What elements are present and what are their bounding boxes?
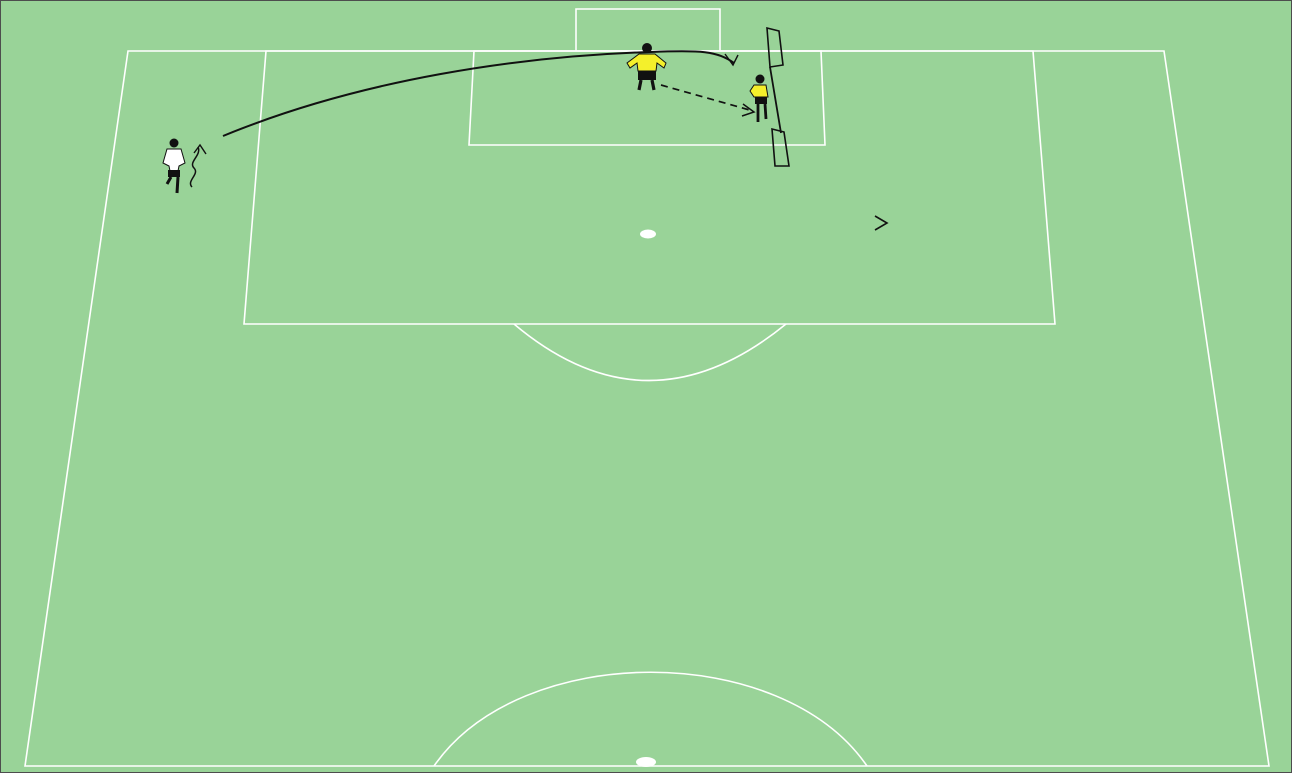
goalkeeper-head bbox=[642, 43, 652, 53]
defender-head bbox=[756, 75, 765, 84]
defender-shorts bbox=[755, 97, 767, 104]
attacker-head bbox=[170, 139, 179, 148]
attacker-shorts bbox=[168, 170, 180, 177]
centre-spot bbox=[636, 757, 656, 767]
penalty-spot bbox=[640, 230, 656, 239]
goalkeeper-shorts bbox=[638, 71, 656, 80]
defender-shirt bbox=[750, 85, 768, 97]
